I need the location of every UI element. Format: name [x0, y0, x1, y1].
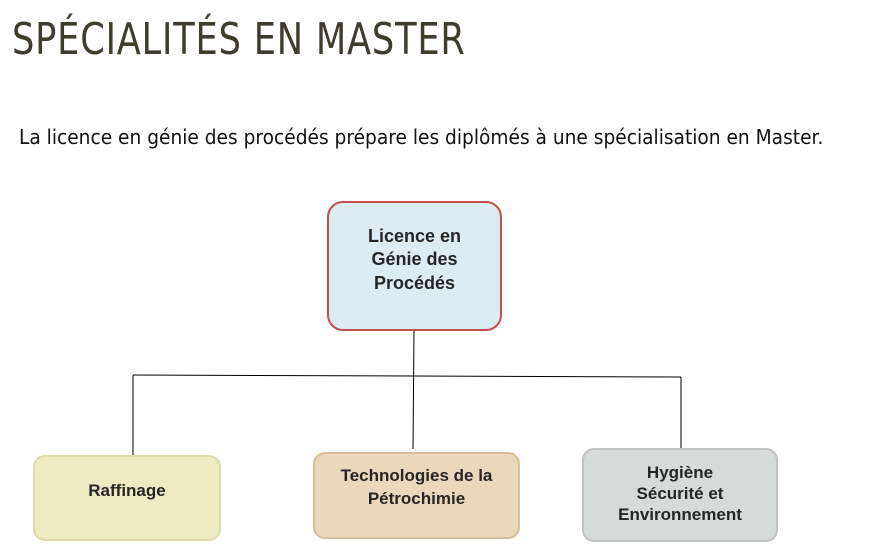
node-technologies-petrochimie: Technologies de la Pétrochimie [313, 452, 520, 539]
connector-horizontal [132, 374, 682, 378]
page-title: SPÉCIALITÉS EN MASTER [12, 14, 466, 65]
node-licence-genie-procedes: Licence en Génie des Procédés [327, 201, 502, 331]
connector-root-vertical [412, 328, 415, 450]
intro-text: La licence en génie des procédés prépare… [19, 125, 824, 149]
node-raffinage: Raffinage [33, 455, 221, 541]
node-hygiene-securite-environnement: Hygiène Sécurité et Environnement [582, 448, 778, 542]
